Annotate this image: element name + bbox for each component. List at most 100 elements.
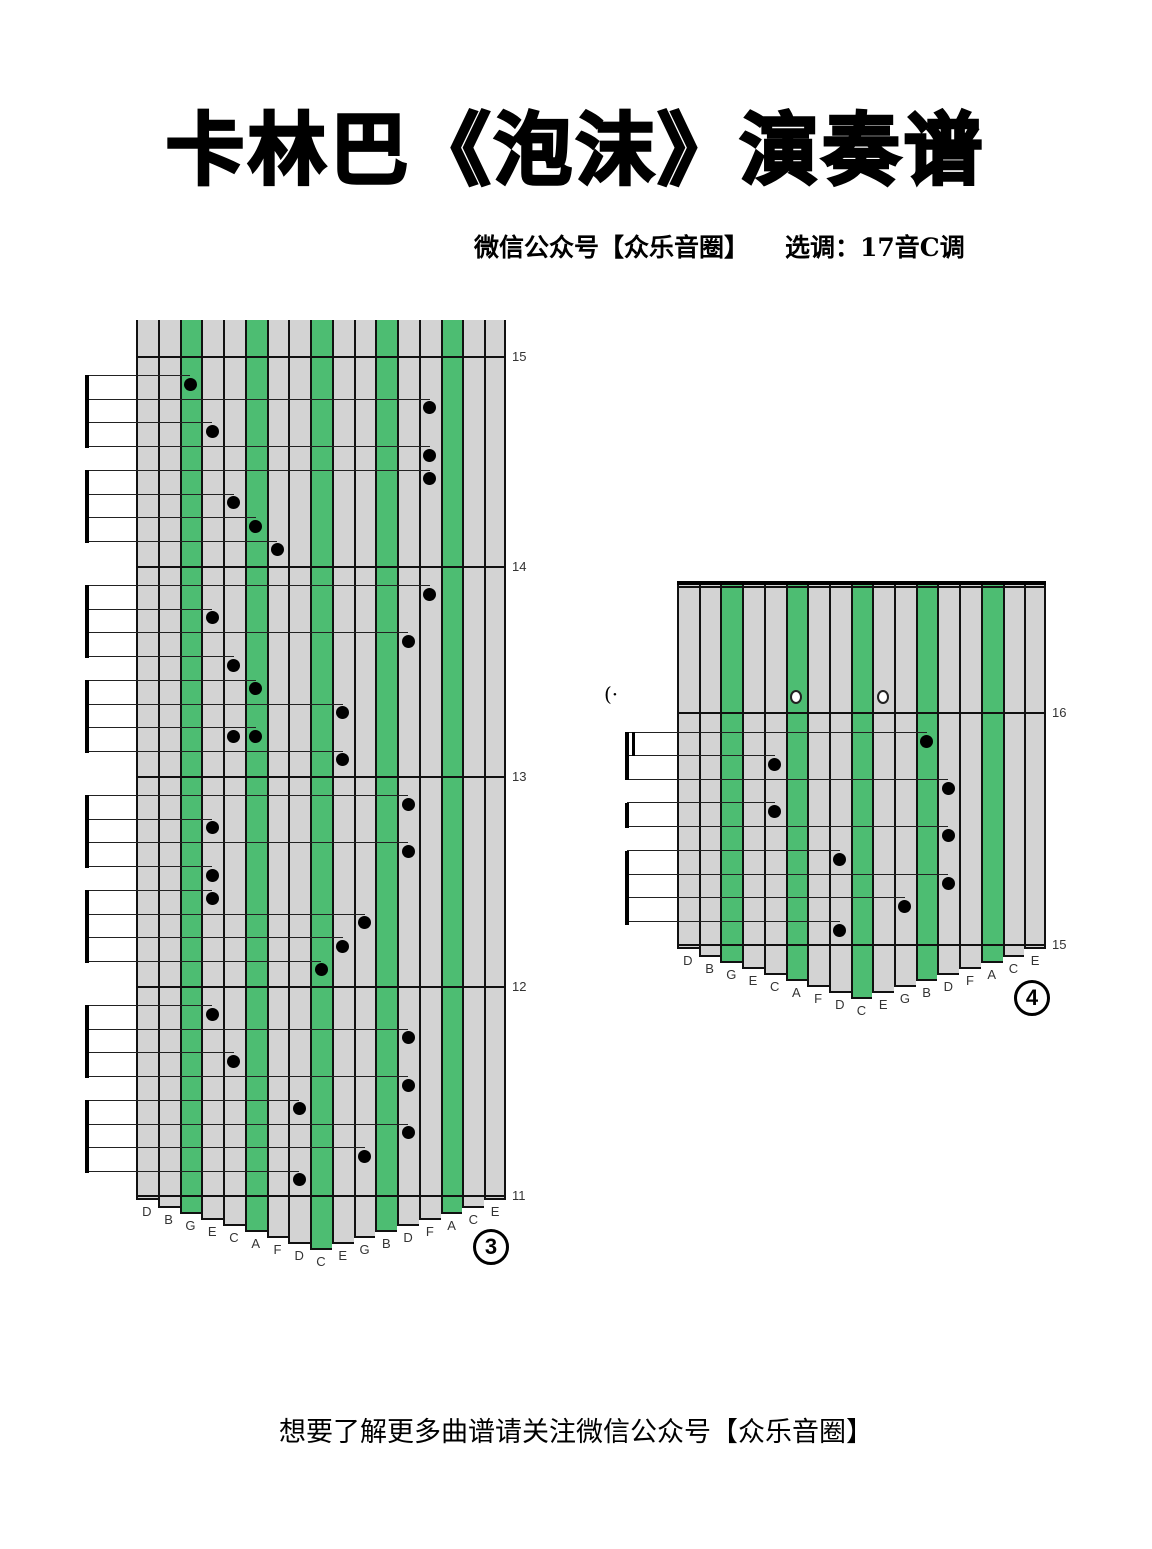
tine-g [894,583,916,987]
tine-a [440,320,463,1214]
rhythm-beam [85,585,89,659]
note-dot [183,377,197,391]
rhythm-beam [85,375,89,449]
beat-line [86,913,365,915]
tine-label: A [792,985,801,1000]
tine-c [850,583,873,999]
tine-e [872,583,895,993]
footer-text: 想要了解更多曲谱请关注微信公众号【众乐音圈】 [279,1417,873,1448]
note-dot [205,821,219,835]
tine-label: G [726,967,737,982]
note-dot [941,781,955,795]
tine-a [980,583,1003,963]
note-dot [833,923,847,937]
note-dot [920,734,934,748]
tine-label: G [359,1242,370,1257]
note-dot [358,1149,372,1163]
beat-line [86,422,213,424]
tine-e [331,320,354,1244]
beat-line [86,608,213,610]
tine-f [807,583,829,987]
measure-line [677,712,1046,714]
tine-label: C [1008,961,1019,976]
beat-line [86,517,256,519]
note-dot [270,543,284,557]
open-note [877,690,890,704]
rhythm-beam [85,795,89,869]
tine-label: B [381,1236,391,1251]
tine-label: E [338,1248,348,1263]
beat-line [86,750,343,752]
note-dot [423,401,437,415]
beat-line [627,732,927,733]
tine-label: C [316,1254,326,1269]
note-dot [833,852,847,866]
measure-number: 12 [512,979,527,994]
beat-line [86,1147,365,1149]
note-dot [401,1031,415,1045]
tine-e [484,320,506,1200]
rhythm-beam [85,469,89,543]
note-dot [205,424,219,438]
tine-label: D [142,1204,152,1219]
subtitle: 微信公众号【众乐音圈】 选调：17音C调 [474,228,965,264]
rhythm-beam [625,732,629,780]
tine-c [223,320,245,1226]
measure-number: 14 [512,559,527,574]
section-number-3: 3 [473,1229,509,1265]
tine-g [179,320,202,1214]
note-dot [205,868,219,882]
note-dot [205,1007,219,1021]
beat-line [86,585,430,586]
note-dot [249,682,263,696]
tine-label: E [748,973,758,988]
page-title: 卡林巴《泡沫》演奏谱 [164,105,986,198]
rhythm-beam [632,732,635,756]
tine-label: D [294,1248,304,1263]
tine-label: E [490,1204,500,1219]
beat-line [86,1099,300,1101]
beat-line [86,540,278,542]
tine-label: D [835,997,845,1012]
rhythm-beam [625,803,629,828]
beat-line [86,679,256,681]
beat-line [86,842,409,844]
section-number-4: 4 [1014,980,1050,1016]
account-name: 微信公众号【众乐音圈】 [474,233,750,262]
note-dot [205,892,219,906]
tine-b [915,583,938,981]
tine-label: F [273,1242,282,1257]
tine-d [136,320,158,1200]
key-info: 选调：17音C调 [785,233,965,262]
tine-label: C [769,979,780,994]
rhythm-beam [85,889,89,963]
measure-number: 15 [1052,937,1067,952]
beat-line [86,469,430,471]
tine-label: G [185,1218,196,1233]
beat-line [86,727,256,729]
note-dot [401,634,415,648]
board-top-edge [677,581,1046,585]
beat-line [627,874,949,875]
tine-c [1002,583,1025,957]
note-dot [401,844,415,858]
tine-f [418,320,441,1220]
beat-line [627,850,840,851]
measure-number: 11 [512,1188,526,1203]
beat-line [86,632,409,634]
measure-line [136,566,506,568]
tine-label: E [1030,953,1040,968]
tine-label: C [229,1230,239,1245]
note-dot [423,472,437,486]
tine-f [959,583,981,969]
measure-line [136,776,506,778]
tine-d [828,583,851,993]
measure-number: 16 [1052,705,1067,720]
beat-line [86,889,213,891]
beat-line [86,818,213,820]
tine-g [720,583,743,963]
beat-line [86,1028,409,1030]
beat-line [86,1005,213,1006]
note-dot [227,658,241,672]
note-dot [941,828,955,842]
